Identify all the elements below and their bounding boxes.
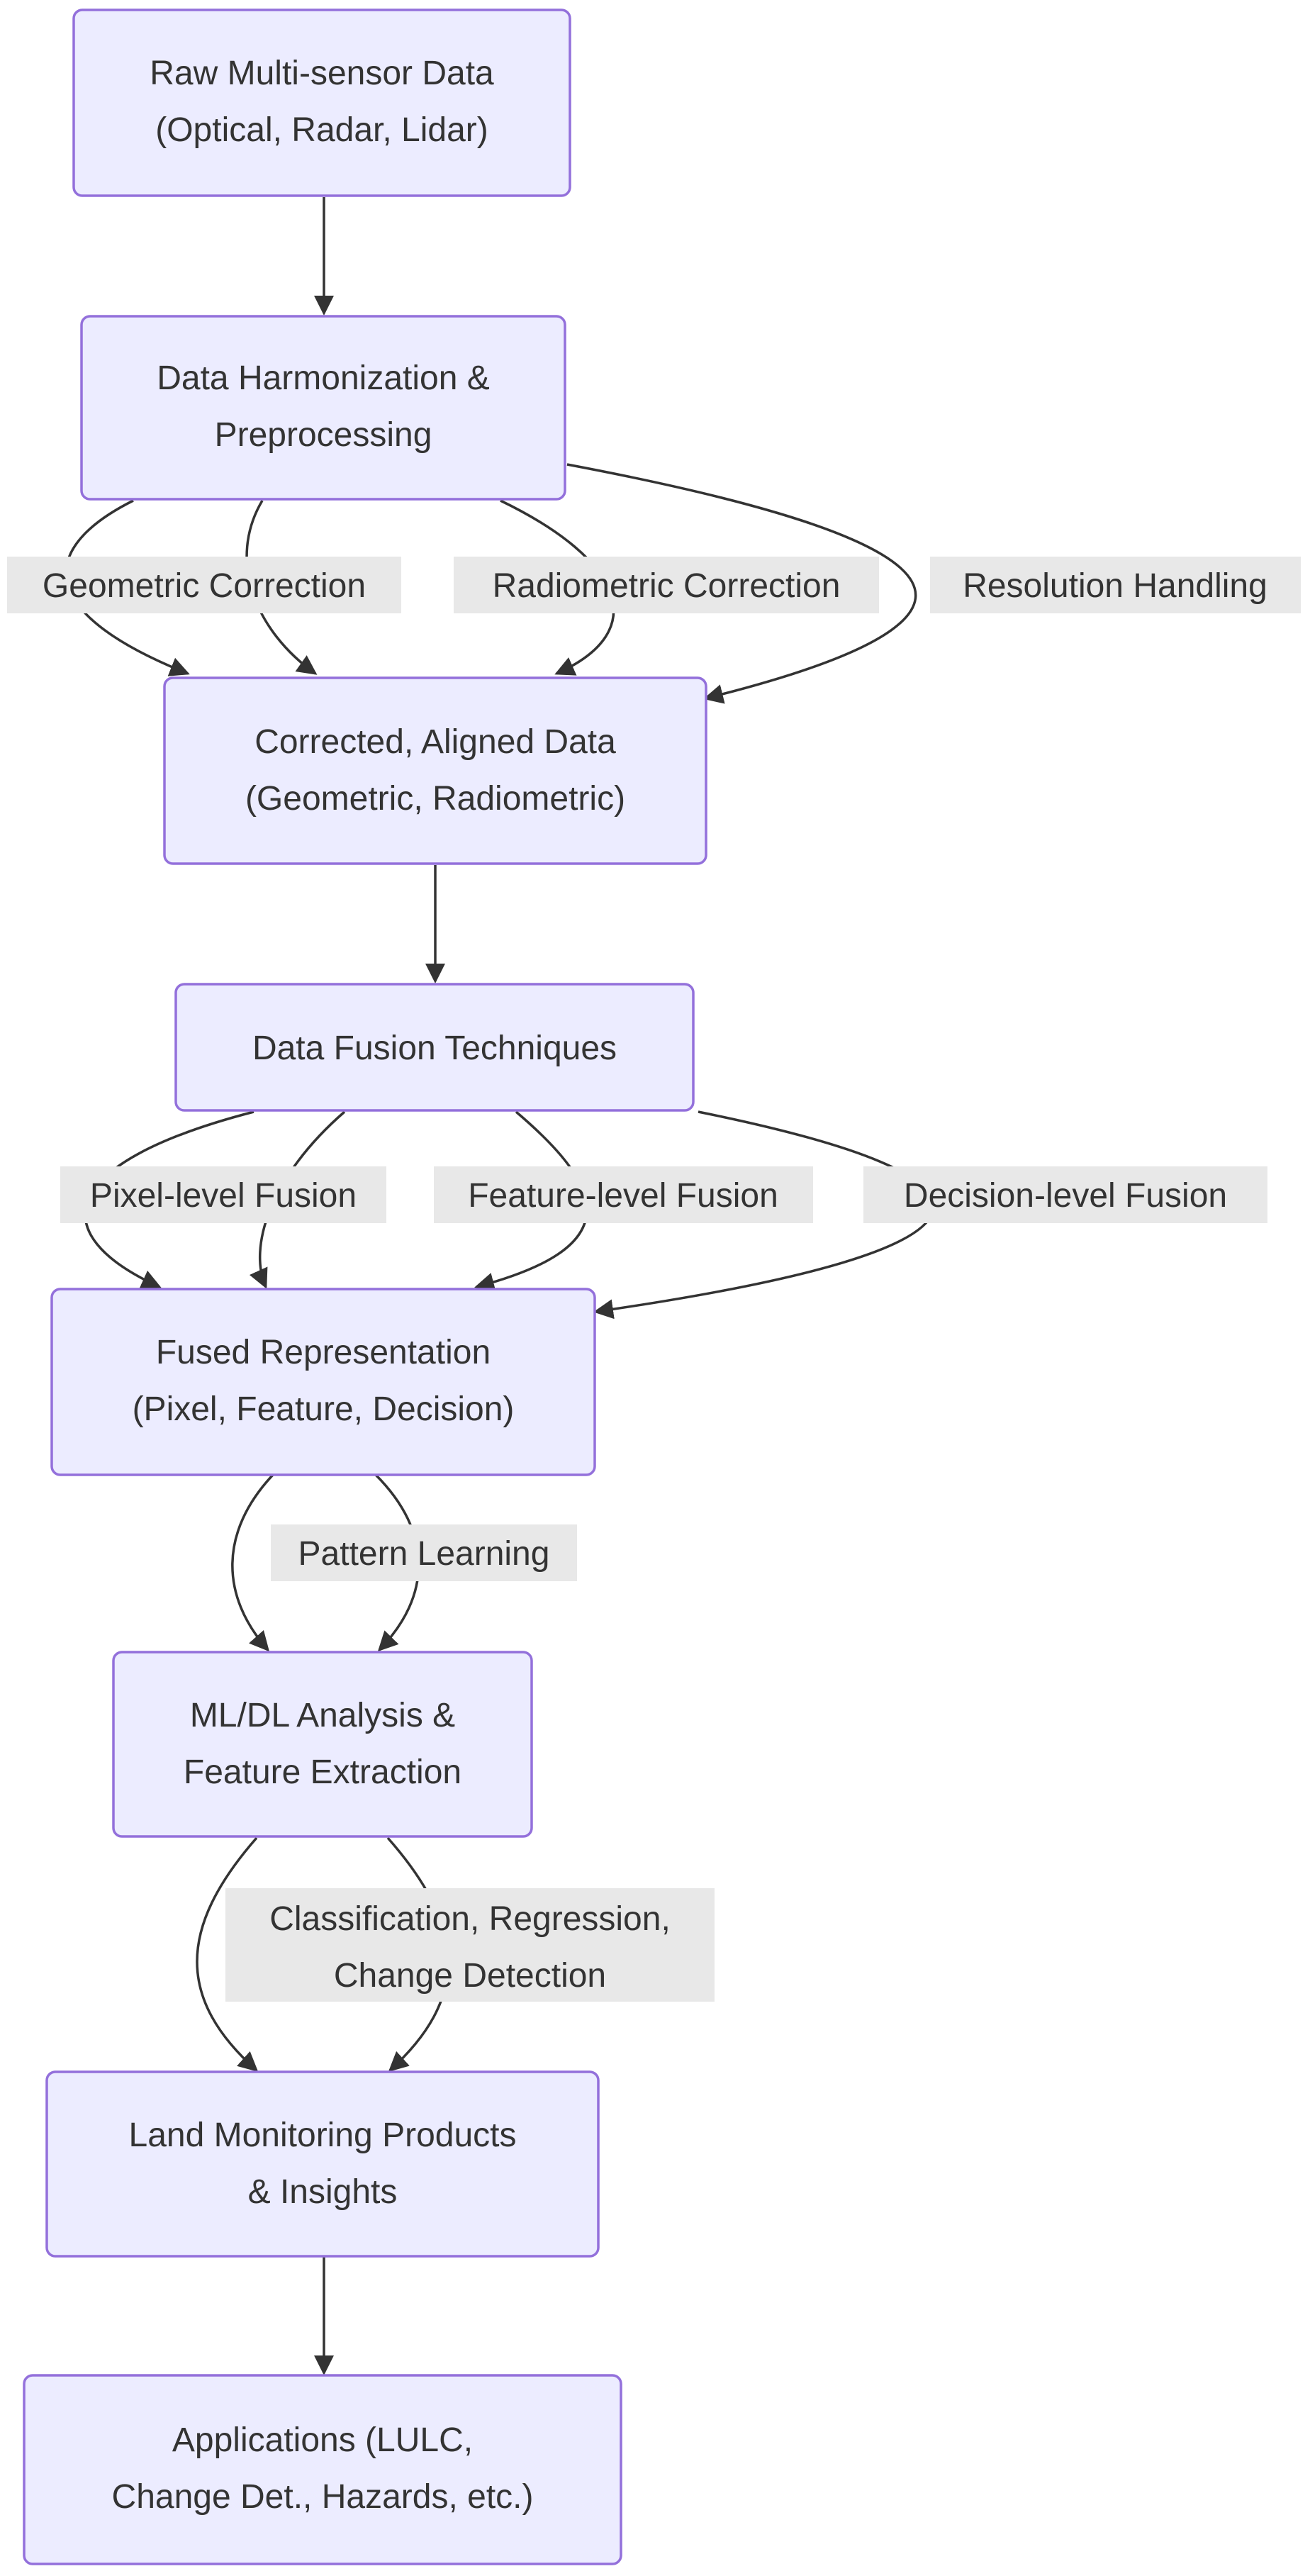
nodes: Raw Multi-sensor Data (Optical, Radar, L… [23, 9, 707, 2565]
node-text-line2: Change Det., Hazards, etc.) [112, 2478, 534, 2516]
edge-label-text: Feature-level Fusion [468, 1177, 778, 1215]
node-text-line1: Data Harmonization & [157, 359, 490, 397]
node-data-harmonization: Data Harmonization & Preprocessing [80, 315, 566, 501]
edge-label-radiometric-correction: Radiometric Correction [454, 557, 879, 613]
node-corrected-aligned-data: Corrected, Aligned Data (Geometric, Radi… [163, 676, 707, 865]
edge-label-feature-level-fusion: Feature-level Fusion [434, 1166, 813, 1223]
edge-label-resolution-handling: Resolution Handling [930, 557, 1301, 613]
node-text-line2: & Insights [248, 2173, 398, 2211]
edge-label-pattern-learning: Pattern Learning [271, 1524, 577, 1581]
edge-label-geometric-correction: Geometric Correction [7, 557, 401, 613]
edge-label-text: Pattern Learning [298, 1535, 550, 1573]
edge-label-text-line1: Classification, Regression, [269, 1900, 671, 1938]
edge-label-classification: Classification, Regression, Change Detec… [225, 1888, 715, 2002]
edge-label-pixel-level-fusion: Pixel-level Fusion [60, 1166, 386, 1223]
edge-label-text: Geometric Correction [43, 567, 366, 605]
edge-label-text: Decision-level Fusion [904, 1177, 1227, 1215]
node-fused-representation: Fused Representation (Pixel, Feature, De… [50, 1288, 596, 1476]
node-text-line1: Raw Multi-sensor Data [150, 55, 494, 92]
edges [65, 197, 935, 2375]
edge-classification-a [196, 1836, 259, 2072]
node-data-fusion-techniques: Data Fusion Techniques [174, 983, 695, 1112]
edge-label-decision-level-fusion: Decision-level Fusion [863, 1166, 1267, 1223]
edge-labels: Geometric Correction Radiometric Correct… [7, 557, 1301, 2002]
node-text-line2: (Geometric, Radiometric) [245, 780, 625, 818]
node-ml-dl-analysis: ML/DL Analysis & Feature Extraction [112, 1651, 533, 1838]
edge-label-text: Resolution Handling [963, 567, 1267, 605]
node-text-line1: Land Monitoring Products [129, 2117, 517, 2154]
node-text-line2: Feature Extraction [184, 1753, 461, 1791]
node-text-line1: Applications (LULC, [172, 2421, 473, 2459]
node-text-line1: Corrected, Aligned Data [254, 723, 616, 761]
node-applications: Applications (LULC, Change Det., Hazards… [23, 2374, 622, 2565]
node-raw-multisensor-data: Raw Multi-sensor Data (Optical, Radar, L… [72, 9, 571, 197]
edge-label-text: Radiometric Correction [493, 567, 841, 605]
node-text-line1: ML/DL Analysis & [190, 1697, 455, 1734]
node-text-line1: Fused Representation [156, 1334, 491, 1371]
node-text-line1: Data Fusion Techniques [252, 1030, 617, 1067]
node-text-line2: (Optical, Radar, Lidar) [155, 111, 488, 149]
edge-resolution [566, 463, 917, 704]
node-land-monitoring-products: Land Monitoring Products & Insights [45, 2070, 600, 2258]
edge-label-text-line2: Change Detection [334, 1957, 606, 1995]
edge-pattern-a [231, 1473, 274, 1652]
node-text-line2: Preprocessing [215, 416, 432, 454]
edge-label-text: Pixel-level Fusion [90, 1177, 357, 1215]
node-text-line2: (Pixel, Feature, Decision) [133, 1390, 515, 1428]
